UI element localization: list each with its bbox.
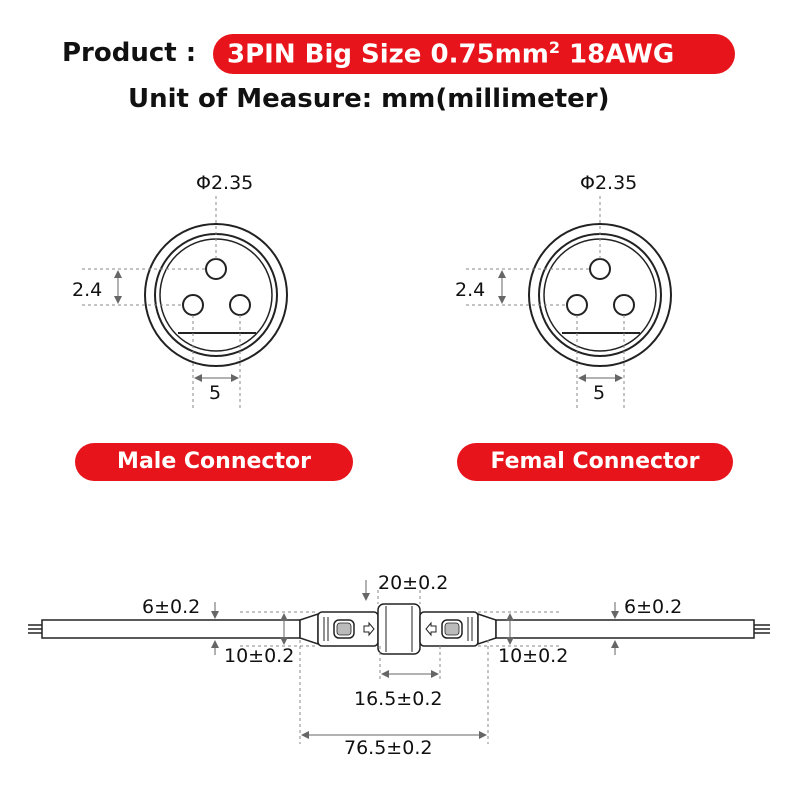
male-pin-top xyxy=(205,258,227,280)
female-horizontal-spacing: 5 xyxy=(593,382,606,404)
female-vertical-spacing: 2.4 xyxy=(455,279,486,301)
cable-assembly xyxy=(28,580,770,744)
female-connector-label: Femal Connector xyxy=(490,449,700,474)
dim-coupling-width: 20±0.2 xyxy=(378,572,449,594)
male-pin-diameter: Φ2.35 xyxy=(196,172,254,194)
male-connector-face xyxy=(82,196,288,410)
male-horizontal-spacing: 5 xyxy=(209,382,222,404)
dim-left-wire: 6±0.2 xyxy=(142,596,201,618)
header-title-row: Product : 3PIN Big Size 0.75mm2 18AWG xyxy=(0,34,800,78)
female-connector-badge: Femal Connector xyxy=(457,443,733,481)
female-pin-left xyxy=(566,294,588,316)
female-pin-right xyxy=(613,294,635,316)
male-connector-badge: Male Connector xyxy=(75,443,353,481)
male-vertical-spacing: 2.4 xyxy=(72,279,103,301)
male-pin-left xyxy=(182,294,204,316)
male-connector-label: Male Connector xyxy=(117,449,311,474)
female-pin-top xyxy=(589,258,611,280)
coupling-nut xyxy=(377,603,421,655)
product-label: Product : xyxy=(62,38,197,68)
dim-right-wire: 6±0.2 xyxy=(624,596,683,618)
dim-left-body: 10±0.2 xyxy=(224,645,295,667)
dim-total-length: 76.5±0.2 xyxy=(344,737,433,759)
female-pin-diameter: Φ2.35 xyxy=(580,172,638,194)
female-connector-face xyxy=(466,196,672,410)
right-cable xyxy=(495,619,755,639)
dim-middle: 16.5±0.2 xyxy=(354,688,443,710)
unit-of-measure: Unit of Measure: mm(millimeter) xyxy=(128,84,610,114)
product-spec-badge: 3PIN Big Size 0.75mm2 18AWG xyxy=(213,34,735,74)
dim-right-body: 10±0.2 xyxy=(498,645,569,667)
male-pin-right xyxy=(229,294,251,316)
left-cable xyxy=(41,619,301,639)
product-spec-text: 3PIN Big Size 0.75mm2 18AWG xyxy=(227,38,675,70)
